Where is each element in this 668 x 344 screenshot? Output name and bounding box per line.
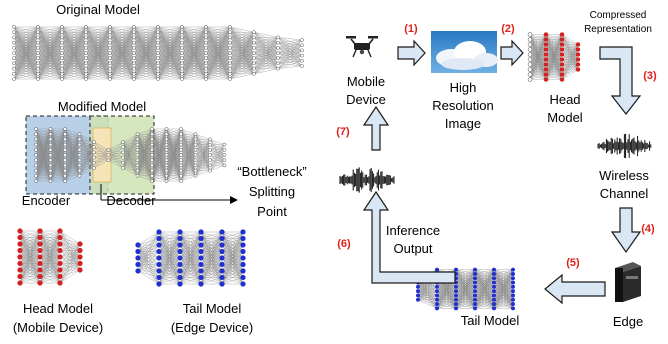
arrow-step-7 xyxy=(362,105,390,151)
high-res-label-1: High xyxy=(450,80,477,95)
arrow-step-1 xyxy=(397,39,426,67)
edge-server-icon xyxy=(615,262,641,302)
head-model-right-label-1: Head xyxy=(549,92,580,107)
modified-model-title: Modified Model xyxy=(58,99,146,114)
head-model-label-1: Head Model xyxy=(23,301,93,316)
arrow-step-2 xyxy=(500,39,524,67)
right-panel: Mobile Device High Resolution Image Head… xyxy=(336,10,657,329)
head-model-right-label-2: Model xyxy=(547,110,583,125)
compressed-label-1: Compressed xyxy=(590,10,647,21)
mobile-device-label-1: Mobile xyxy=(347,74,385,89)
cloud-sky-image xyxy=(431,31,498,73)
head-model-right-network xyxy=(527,32,581,82)
edge-label: Edge xyxy=(613,314,643,329)
arrow-step-4 xyxy=(610,207,642,254)
step-2-label: (2) xyxy=(501,23,515,35)
high-res-label-3: Image xyxy=(445,116,481,131)
tail-model-network xyxy=(135,229,246,287)
wireless-label-2: Channel xyxy=(600,186,649,201)
waveform-icon xyxy=(339,167,395,193)
split-pointer-head xyxy=(230,196,238,204)
waveform-icon xyxy=(597,133,652,159)
head-model-network xyxy=(17,228,83,286)
tail-model-right-network xyxy=(415,267,516,311)
left-panel: Original Model Modified Model Encoder De… xyxy=(12,2,307,335)
tail-model-label-1: Tail Model xyxy=(183,301,242,316)
tail-model-right-label: Tail Model xyxy=(461,313,520,328)
inference-label-1: Inference xyxy=(386,223,440,238)
bottleneck-box xyxy=(92,127,112,183)
drone-icon xyxy=(346,36,378,58)
arrow-step-6 xyxy=(362,190,456,284)
inference-label-2: Output xyxy=(393,241,432,256)
compressed-label-2: Representation xyxy=(584,24,652,35)
step-5-label: (5) xyxy=(566,257,580,269)
bottleneck-label-1: “Bottleneck” xyxy=(237,164,306,179)
step-4-label: (4) xyxy=(641,223,655,235)
high-res-label-2: Resolution xyxy=(432,98,493,113)
decoder-label: Decoder xyxy=(106,193,156,208)
modified-model-network xyxy=(34,127,227,183)
step-1-label: (1) xyxy=(404,23,418,35)
bottleneck-label-2: Splitting xyxy=(249,184,295,199)
step-3-label: (3) xyxy=(643,70,657,82)
head-model-label-2: (Mobile Device) xyxy=(13,320,103,335)
step-6-label: (6) xyxy=(337,238,351,250)
mobile-device-label-2: Device xyxy=(346,92,386,107)
tail-model-label-2: (Edge Device) xyxy=(171,320,253,335)
original-model-title: Original Model xyxy=(56,2,140,17)
arrow-step-3 xyxy=(599,46,642,115)
bottleneck-label-3: Point xyxy=(257,204,287,219)
step-7-label: (7) xyxy=(336,126,350,138)
encoder-label: Encoder xyxy=(22,193,71,208)
wireless-label-1: Wireless xyxy=(599,168,649,183)
original-model-network xyxy=(12,25,304,81)
arrow-step-5 xyxy=(544,273,606,305)
